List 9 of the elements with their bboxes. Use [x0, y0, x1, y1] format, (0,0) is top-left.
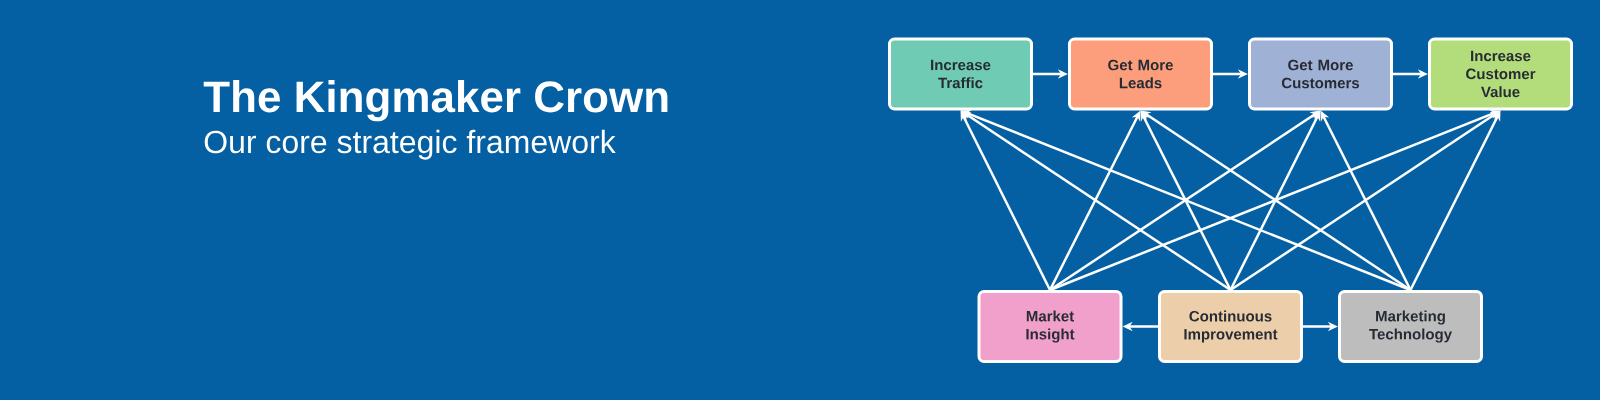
process-box: Increase Traffic	[888, 37, 1033, 111]
process-box: Market Insight	[977, 290, 1123, 363]
process-box: Continuous Improvement	[1158, 290, 1303, 363]
process-box: Marketing Technology	[1338, 290, 1483, 363]
process-box: Get More Customers	[1248, 37, 1393, 111]
title: The Kingmaker Crown	[203, 80, 668, 122]
subtitle: Our core strategic framework	[204, 129, 616, 160]
process-box: Get More Leads	[1068, 37, 1213, 111]
process-box: Increase Customer Value	[1428, 37, 1573, 111]
